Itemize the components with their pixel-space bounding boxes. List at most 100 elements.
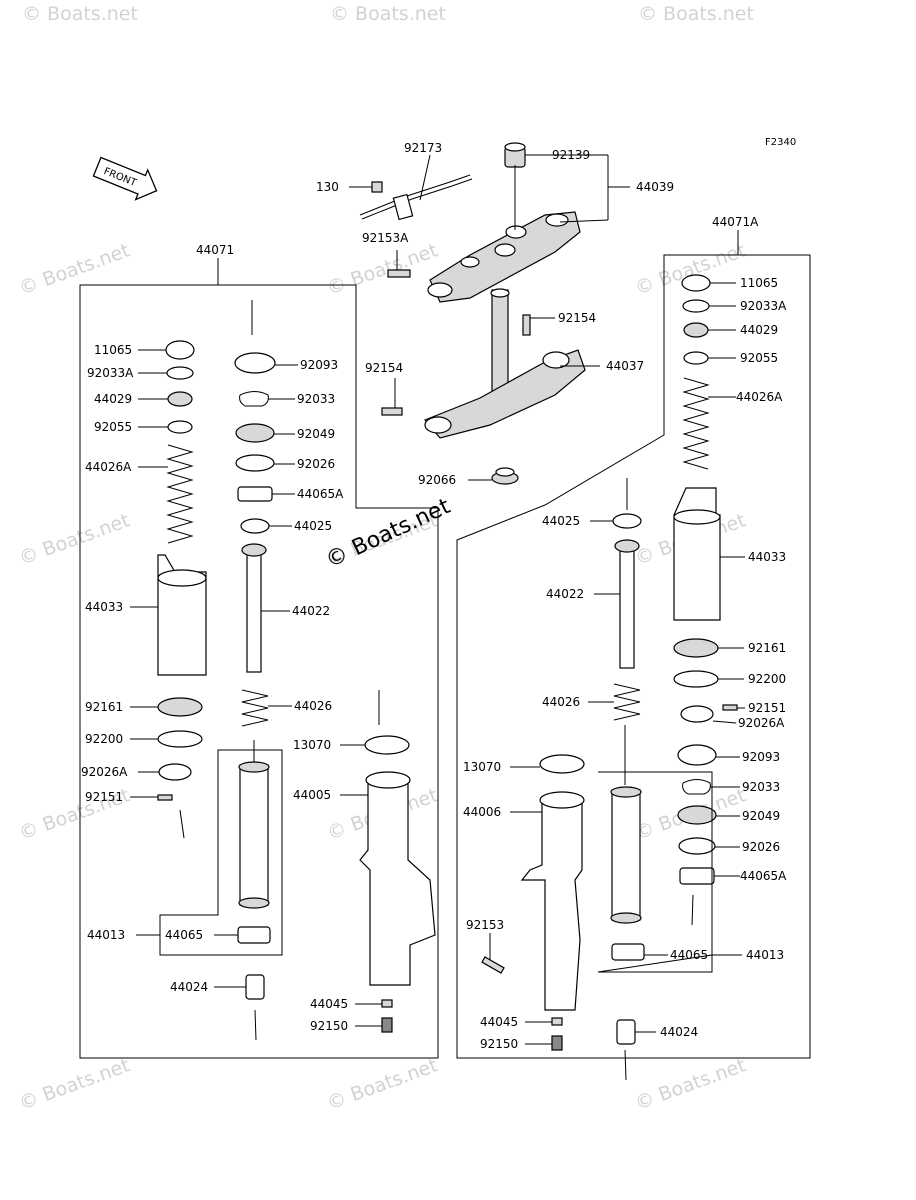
- part-label: 44022: [546, 587, 584, 601]
- center-watermark: © Boats.net: [322, 494, 455, 574]
- part-label: 44071: [196, 243, 234, 257]
- part-label: 44022: [292, 604, 330, 618]
- upper-bracket-44039: [429, 211, 581, 303]
- part-label: 44026: [542, 695, 580, 709]
- o-ring-92055: [167, 420, 193, 434]
- part-label: 92153: [466, 918, 504, 932]
- watermark: © Boats.net: [324, 1054, 440, 1114]
- washer-92049: [235, 423, 275, 443]
- watermark: © Boats.net: [22, 3, 138, 25]
- left-fork-parts: [157, 340, 436, 1033]
- part-label: 44026A: [736, 390, 783, 404]
- part-label: 92173: [404, 141, 442, 155]
- washer-92200-right: [673, 670, 719, 688]
- bushing-92026: [235, 454, 275, 472]
- outer-tube-44005: [359, 779, 436, 986]
- part-label: 92150: [310, 1019, 348, 1033]
- fork-tube-inner-right: [611, 789, 641, 921]
- part-label: 11065: [94, 343, 132, 357]
- o-ring-13070: [364, 735, 410, 755]
- part-label: 44026A: [85, 460, 132, 474]
- part-label: 92161: [85, 700, 123, 714]
- collar-44024-right: [616, 1019, 636, 1045]
- clamp-92026A: [158, 763, 192, 781]
- part-label: 92154: [558, 311, 596, 325]
- part-label: 92033: [297, 392, 335, 406]
- clamp-bracket: [392, 193, 414, 221]
- watermark: © Boats.net: [16, 509, 132, 569]
- part-label: 92200: [748, 672, 786, 686]
- watermark: © Boats.net: [330, 3, 446, 25]
- figure-code: F2340: [765, 137, 796, 148]
- guide-strip-92173: [359, 174, 471, 216]
- part-label: 13070: [463, 760, 501, 774]
- watermark: © Boats.net: [638, 3, 754, 25]
- part-label: 92026: [742, 840, 780, 854]
- lower-bracket-44037: [424, 349, 586, 439]
- bolt-92153A: [387, 269, 411, 278]
- part-label: 92055: [740, 351, 778, 365]
- part-label: 44006: [463, 805, 501, 819]
- part-label: 92200: [85, 732, 123, 746]
- spring-44026-right: [613, 683, 641, 721]
- part-label: 92026: [297, 457, 335, 471]
- part-label: 44025: [542, 514, 580, 528]
- bolt-92154-left: [381, 407, 403, 416]
- part-label: 92026A: [81, 765, 128, 779]
- watermark: © Boats.net: [16, 239, 132, 299]
- oil-seal-92093-right: [677, 744, 717, 766]
- bolt-44029-right: [683, 322, 709, 338]
- part-label: 92033A: [87, 366, 134, 380]
- part-label: 44029: [94, 392, 132, 406]
- spring-44026A: [166, 444, 194, 544]
- part-label: 44024: [170, 980, 208, 994]
- part-label: 44033: [85, 600, 123, 614]
- watermark: © Boats.net: [632, 1054, 748, 1114]
- circlip-92033: [239, 391, 269, 407]
- collar-44024: [245, 974, 265, 1000]
- part-label: 92049: [742, 809, 780, 823]
- pipe-44022: [246, 551, 262, 673]
- washer-92049-right: [677, 805, 717, 825]
- part-label: 44065: [670, 948, 708, 962]
- part-label: 92049: [297, 427, 335, 441]
- part-label: 13070: [293, 738, 331, 752]
- part-label: 44045: [310, 997, 348, 1011]
- o-ring-92033A-right: [682, 299, 710, 313]
- bolt-44029: [167, 391, 193, 407]
- part-label: 92055: [94, 420, 132, 434]
- part-label: 44037: [606, 359, 644, 373]
- part-label: 92154: [365, 361, 403, 375]
- part-label: 92151: [85, 790, 123, 804]
- pipe-44022-right: [619, 547, 635, 669]
- circlip-92033-right: [682, 779, 711, 795]
- spring-44026: [241, 689, 269, 727]
- part-label: 44071A: [712, 215, 759, 229]
- ring-44025-right: [612, 513, 642, 529]
- right-fork-parts: [481, 274, 738, 1051]
- part-label: 44024: [660, 1025, 698, 1039]
- part-label: 44033: [748, 550, 786, 564]
- screw-92151-right: [722, 704, 738, 711]
- washer-44045: [381, 999, 393, 1008]
- part-label: 44029: [740, 323, 778, 337]
- part-label: 92139: [552, 148, 590, 162]
- bushing-44065: [237, 926, 271, 944]
- ring-44025: [240, 518, 270, 534]
- bolt-92154-top: [522, 314, 531, 336]
- bushing-44065A-right: [679, 867, 715, 885]
- part-label: 44045: [480, 1015, 518, 1029]
- screw-92151: [157, 794, 173, 801]
- part-label: 130: [316, 180, 339, 194]
- part-label: 44039: [636, 180, 674, 194]
- cover-44033-right: [673, 487, 721, 621]
- part-label: 44005: [293, 788, 331, 802]
- part-label: 44065A: [740, 869, 787, 883]
- cap-11065-right: [681, 274, 711, 292]
- part-label: 44013: [87, 928, 125, 942]
- part-label: 92033: [742, 780, 780, 794]
- part-label: 92033A: [740, 299, 787, 313]
- upper-bracket-assembly: [349, 142, 586, 485]
- spring-44026A-right: [682, 377, 710, 470]
- part-label: 92066: [418, 473, 456, 487]
